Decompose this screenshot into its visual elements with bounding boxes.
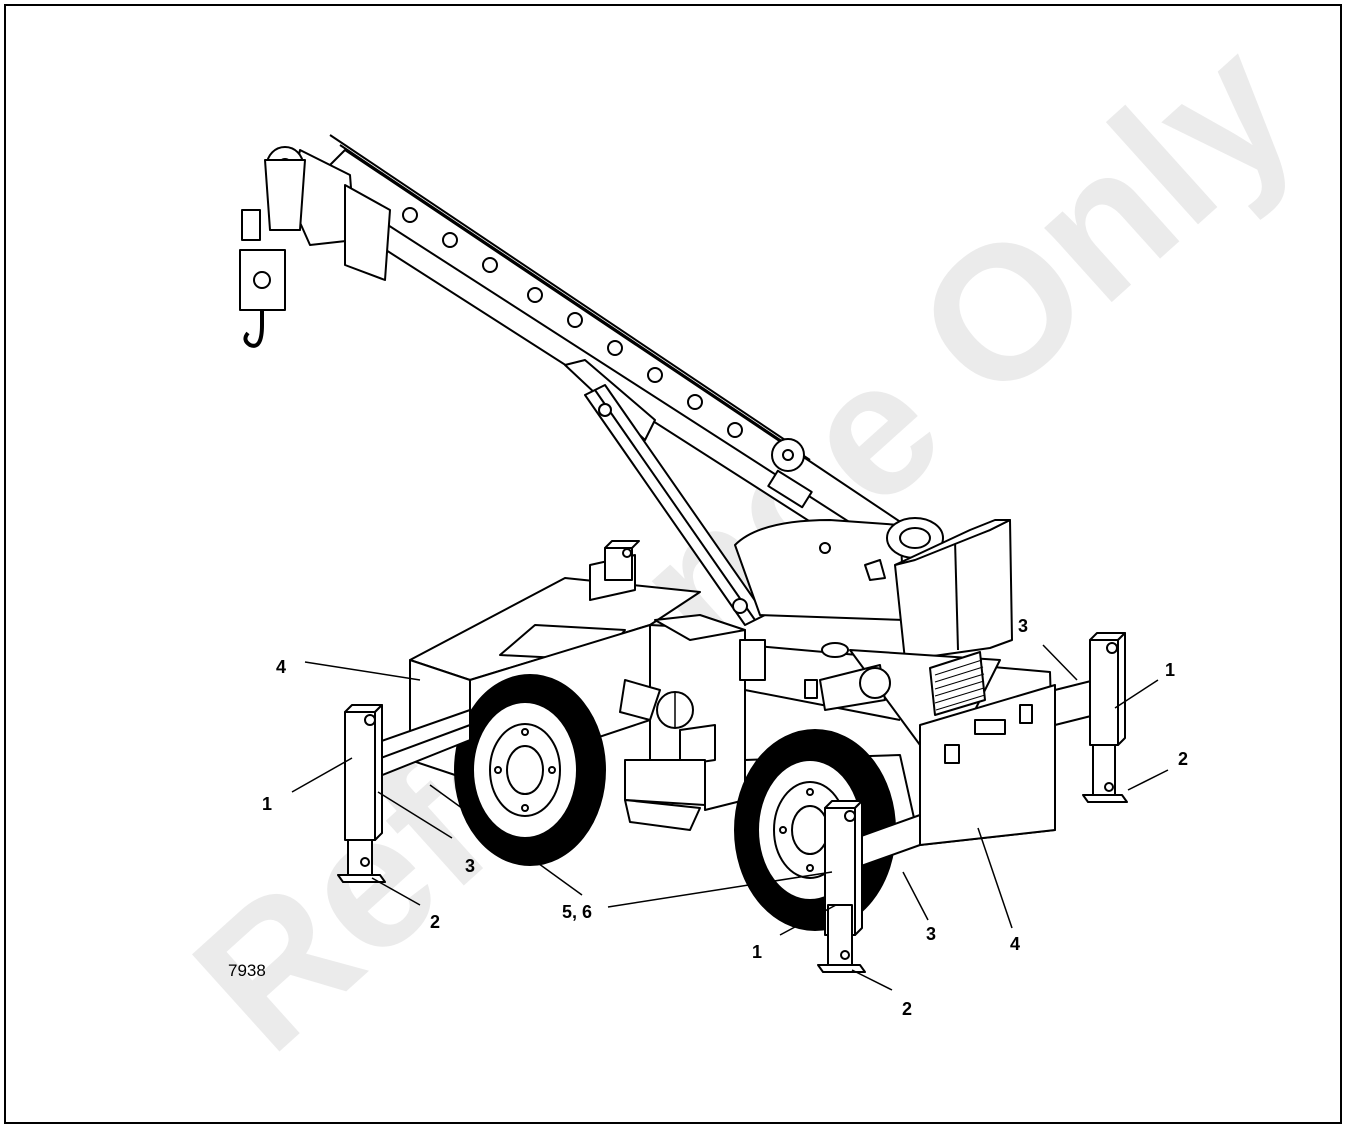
callout-2b: 2: [902, 999, 912, 1019]
figure-number: 7938: [228, 961, 266, 980]
callout-4b: 4: [1010, 934, 1020, 954]
upperstructure: [734, 517, 1013, 661]
front-wheel: [454, 674, 606, 866]
callout-5-6: 5, 6: [562, 902, 592, 922]
operator-cab: [619, 614, 766, 831]
outrigger-jack-front-left: [337, 704, 386, 883]
callout-1c: 1: [1165, 660, 1175, 680]
callout-3a: 3: [465, 856, 475, 876]
callout-1a: 1: [262, 794, 272, 814]
leader-lines: [291, 644, 1169, 991]
boom-holes: [402, 207, 743, 438]
callout-3b: 3: [926, 924, 936, 944]
rear-wheel: [734, 729, 896, 931]
callout-2c: 2: [1178, 749, 1188, 769]
outrigger-jack-front-right: [817, 800, 866, 973]
outrigger-jack-rear-left: [604, 540, 640, 581]
callout-3c: 3: [1018, 616, 1028, 636]
outrigger-jack-rear-right: [1082, 632, 1128, 803]
hook-block: [239, 146, 306, 348]
callout-1b: 1: [752, 942, 762, 962]
boom: [289, 134, 906, 561]
callout-2a: 2: [430, 912, 440, 932]
callouts: 4 1 3 2 5, 6 1 3 4 2 3 1 2: [262, 616, 1188, 1019]
lift-cylinder: [564, 359, 766, 626]
callout-4a: 4: [276, 657, 286, 677]
